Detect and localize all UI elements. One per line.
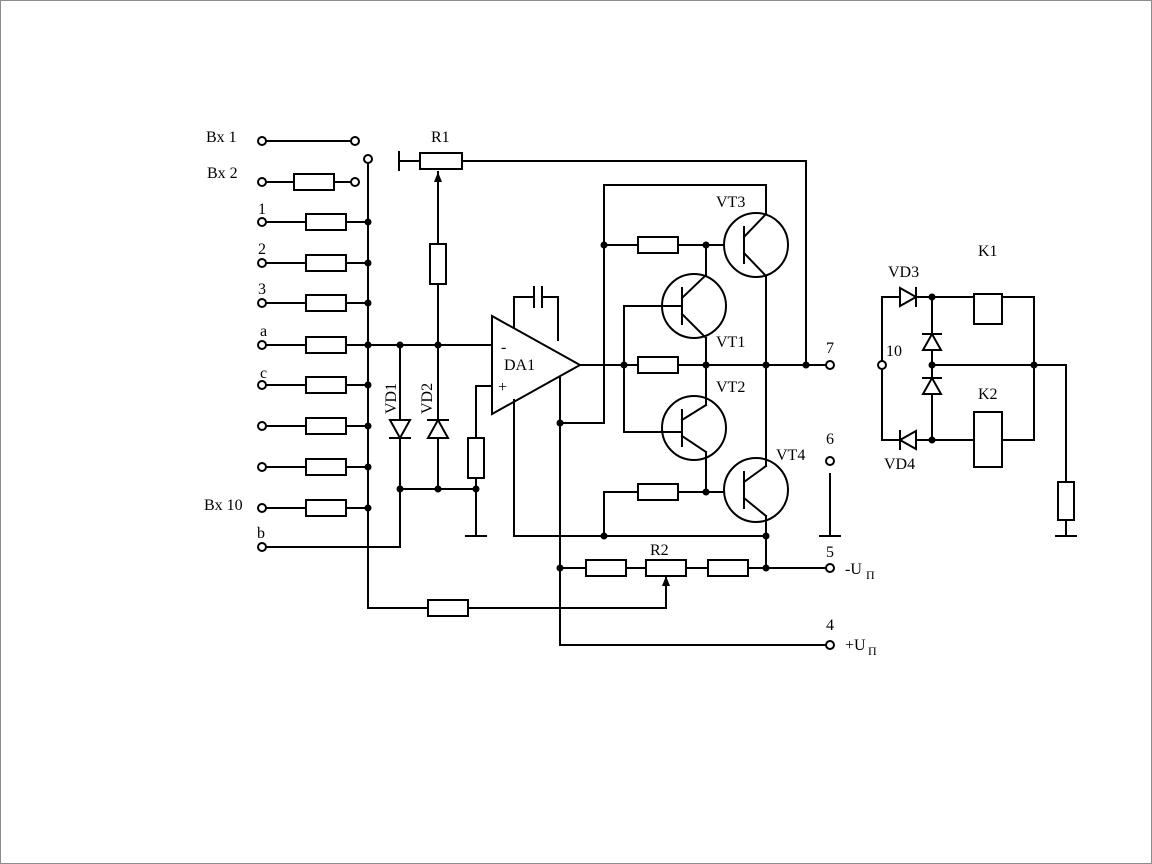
resistor-vx2 bbox=[293, 173, 335, 191]
transistor-vt2 bbox=[661, 395, 727, 461]
label-b: b bbox=[257, 525, 265, 542]
diode-vd4 bbox=[897, 429, 917, 451]
input-row-3 bbox=[257, 294, 372, 312]
terminal-vx1[interactable] bbox=[257, 136, 267, 146]
input-network bbox=[257, 136, 401, 609]
label-terminal-7: 7 bbox=[826, 340, 834, 357]
label-minus-up: -U bbox=[845, 561, 862, 578]
resistor-r1-series bbox=[429, 243, 447, 285]
input-row-a bbox=[257, 336, 369, 354]
label-vd1: VD1 bbox=[383, 383, 400, 414]
label-plus-up-sub: П bbox=[868, 644, 877, 658]
terminal-5[interactable] bbox=[825, 563, 835, 573]
terminal-vx1-end[interactable] bbox=[350, 136, 360, 146]
input-row-10 bbox=[257, 499, 372, 517]
label-c: c bbox=[260, 365, 267, 382]
opamp-da1 bbox=[491, 184, 767, 646]
input-row-8 bbox=[257, 417, 372, 435]
label-vx10: Bx 10 bbox=[204, 497, 243, 514]
input-row-1 bbox=[257, 213, 372, 231]
terminal-vx2[interactable] bbox=[257, 177, 267, 187]
terminal-10[interactable] bbox=[877, 360, 887, 370]
label-vd3: VD3 bbox=[888, 264, 919, 281]
input-row-9 bbox=[257, 458, 372, 476]
label-vd2: VD2 bbox=[419, 383, 436, 414]
terminal-bus-top[interactable] bbox=[363, 154, 373, 164]
label-in3: 3 bbox=[258, 281, 266, 298]
power-network bbox=[367, 456, 841, 650]
label-vx1: Bx 1 bbox=[206, 129, 237, 146]
labels: Bx 1 Bx 2 1 2 3 a c Bx 10 b R1 VD1 VD2 D… bbox=[204, 129, 998, 658]
label-vt2: VT2 bbox=[716, 379, 745, 396]
label-k1: K1 bbox=[978, 243, 998, 260]
diode-vd3 bbox=[899, 286, 919, 308]
label-vt1: VT1 bbox=[716, 334, 745, 351]
label-da1-plus: + bbox=[498, 379, 507, 396]
label-vd4: VD4 bbox=[884, 456, 915, 473]
potentiometer-r2 bbox=[645, 559, 687, 577]
terminal-7[interactable] bbox=[825, 360, 835, 370]
terminal-vx2-end[interactable] bbox=[350, 177, 360, 187]
transistor-vt4 bbox=[723, 457, 789, 523]
label-plus-up: +U bbox=[845, 637, 866, 654]
terminal-6[interactable] bbox=[825, 456, 835, 466]
label-terminal-10: 10 bbox=[886, 343, 902, 360]
label-terminal-6: 6 bbox=[826, 431, 834, 448]
diode-vd1 bbox=[388, 419, 412, 441]
label-k2: K2 bbox=[978, 386, 998, 403]
relay-k1 bbox=[973, 293, 1003, 325]
label-da1: DA1 bbox=[504, 357, 535, 374]
label-in1: 1 bbox=[258, 201, 266, 218]
label-a: a bbox=[260, 323, 267, 340]
input-row-c bbox=[257, 376, 372, 394]
terminal-4[interactable] bbox=[825, 640, 835, 650]
transistor-vt3 bbox=[723, 212, 789, 278]
label-vt3: VT3 bbox=[716, 194, 745, 211]
relay-block bbox=[877, 286, 1077, 537]
output-stage bbox=[600, 184, 835, 569]
label-vt4: VT4 bbox=[776, 447, 805, 464]
label-vx2: Bx 2 bbox=[207, 165, 238, 182]
label-terminal-4: 4 bbox=[826, 617, 834, 634]
diode-vd2 bbox=[426, 417, 450, 439]
label-minus-up-sub: П bbox=[866, 568, 875, 582]
label-r2: R2 bbox=[650, 542, 669, 559]
relay-k2 bbox=[973, 411, 1003, 468]
resistor-bias bbox=[467, 437, 485, 479]
label-in2: 2 bbox=[258, 241, 266, 258]
label-terminal-5: 5 bbox=[826, 544, 834, 561]
input-row-b bbox=[257, 488, 401, 552]
label-da1-minus: - bbox=[501, 339, 506, 356]
potentiometer-r1 bbox=[398, 151, 807, 366]
summing-node bbox=[364, 171, 493, 537]
label-r1: R1 bbox=[431, 129, 450, 146]
input-row-2 bbox=[257, 254, 372, 272]
